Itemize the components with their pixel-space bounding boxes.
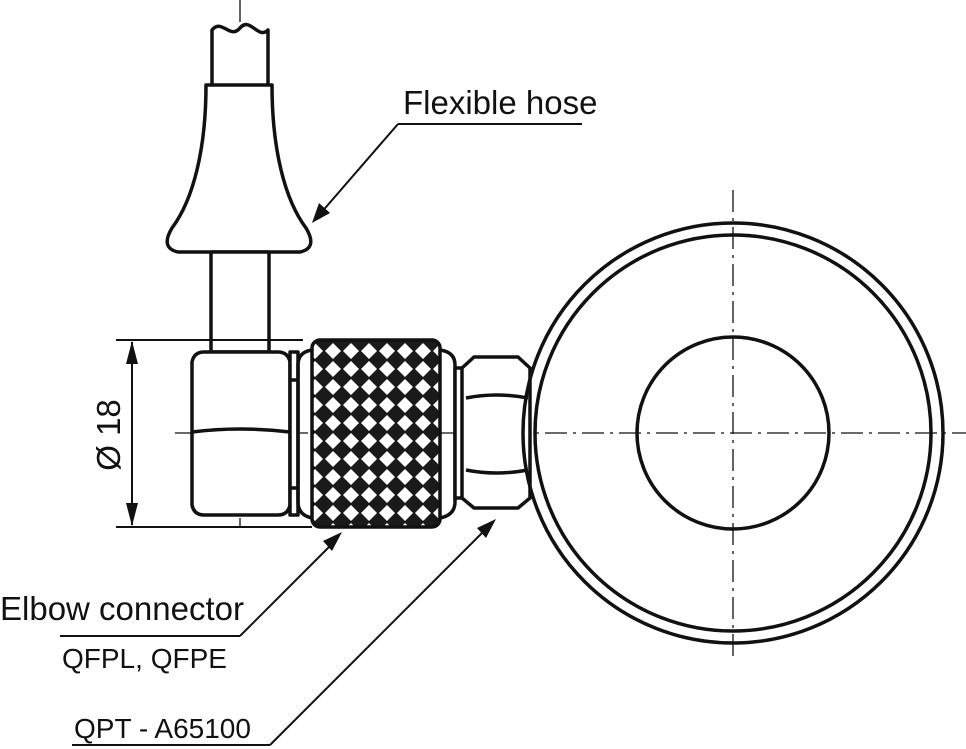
- leader-flexible-hose: [312, 123, 582, 223]
- knurled-nut: [296, 338, 457, 529]
- flexible-hose: [165, 22, 313, 354]
- leader-sensor: [72, 519, 496, 746]
- sensor-hex-connector: [453, 355, 532, 510]
- diameter-label: Ø 18: [90, 399, 127, 471]
- sensor-body: [521, 221, 945, 645]
- leader-elbow-connector: [60, 532, 342, 637]
- sensor-model-label: QPT - A65100: [74, 713, 251, 744]
- elbow-connector-label: Elbow connector: [0, 590, 244, 627]
- elbow-hex-nut: [190, 350, 300, 517]
- flexible-hose-label: Flexible hose: [403, 84, 597, 121]
- diameter-dimension: [116, 339, 312, 528]
- elbow-models-label: QFPL, QFPE: [62, 643, 227, 674]
